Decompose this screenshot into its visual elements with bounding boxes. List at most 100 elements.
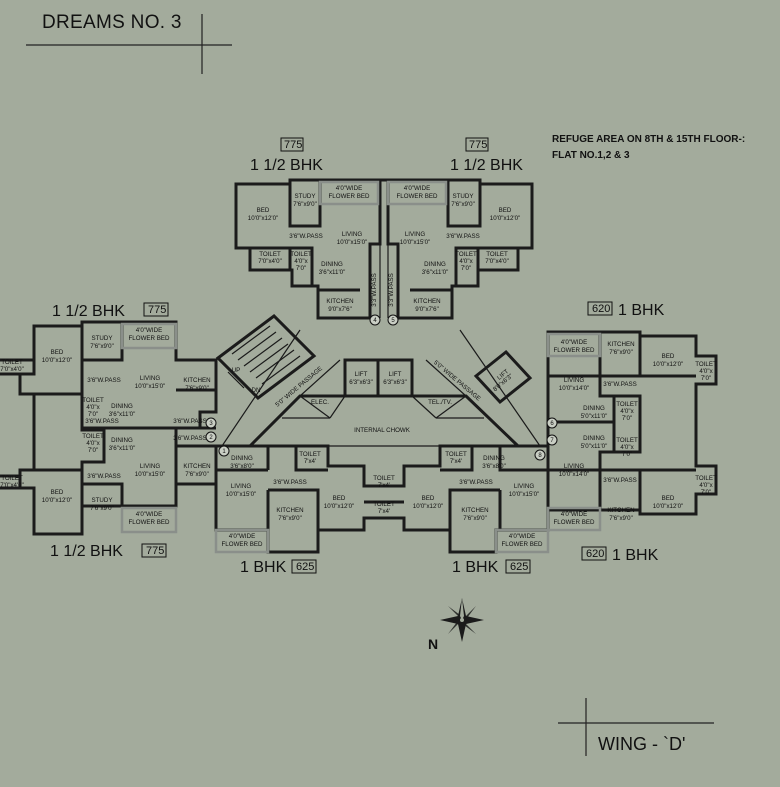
room-dim: 10'0"x15'0" — [337, 239, 368, 246]
room-label: BED — [257, 207, 270, 214]
flat-captions: 775 1 1/2 BHK 775 1 1/2 BHK 1 1/2 BHK 77… — [50, 137, 665, 576]
flat-marker-2 — [205, 431, 217, 443]
room-label: KITCHEN — [276, 507, 303, 514]
area-right-upper: 620 — [592, 303, 610, 315]
flat-number-1: 1 — [222, 449, 226, 455]
room-dim: 5'0"x11'0" — [581, 413, 608, 420]
room-dim: 7'x4' — [378, 508, 390, 515]
room-dim: 10'0"x15'0" — [135, 383, 166, 390]
room-label: 3'6"W.PASS — [289, 233, 323, 240]
room-dim: 3'6"x11'0" — [109, 411, 136, 418]
flat-marker-6 — [546, 417, 558, 429]
room-dim: 10'0"x12'0" — [490, 215, 521, 222]
stair-up-label: UP — [232, 367, 241, 374]
room-label: KITCHEN — [413, 298, 440, 305]
area-bottom-left: 625 — [296, 561, 314, 573]
room-dim: FLOWER BED — [502, 541, 543, 548]
room-label: DINING — [111, 437, 133, 444]
refuge-note-line-2: FLAT NO.1,2 & 3 — [552, 150, 630, 161]
room-label: KITCHEN — [326, 298, 353, 305]
room-dim: 7'0"x4'0" — [0, 482, 24, 489]
room-dim: FLOWER BED — [129, 519, 170, 526]
room-dim: 10'0"x12'0" — [413, 503, 444, 510]
room-dim: 7'x4' — [450, 458, 462, 465]
area-left-lower: 775 — [146, 545, 164, 557]
room-dim: 4'0"x — [699, 368, 713, 375]
lift-dim: 6'3"x6'3" — [349, 379, 373, 386]
room-label: TOILET — [695, 361, 717, 368]
flat-marker-5 — [387, 314, 399, 326]
room-label: DINING — [321, 261, 343, 268]
room-label: TOILET — [455, 251, 477, 258]
area-box-top-left — [280, 137, 304, 152]
room-dim: 7'6"x9'0" — [90, 343, 114, 350]
room-dim: 10'0"x12'0" — [42, 497, 73, 504]
room-label: 4'0"WIDE — [561, 339, 587, 346]
room-label: LIVING — [514, 483, 534, 490]
refuge-note-line-1: REFUGE AREA ON 8TH & 15TH FLOOR-: — [552, 134, 746, 145]
room-dim: 9'0"x7'6" — [328, 306, 352, 313]
room-dim: 7'6"x9'0" — [293, 201, 317, 208]
type-top-left: 1 1/2 BHK — [250, 157, 323, 174]
area-top-right: 775 — [469, 139, 487, 151]
type-right-lower: 1 BHK — [612, 547, 659, 564]
room-dim: 7'0" — [701, 489, 711, 496]
area-box-right-upper — [587, 301, 613, 316]
room-label: 3'6"W.PASS — [173, 418, 207, 425]
room-dim: 7'x4' — [304, 458, 316, 465]
room-dim: 4'0"x — [620, 444, 634, 451]
area-bottom-right: 625 — [510, 561, 528, 573]
room-label: TOILET — [486, 251, 508, 258]
room-dim: 3'6"x11'0" — [109, 445, 136, 452]
area-right-lower: 620 — [586, 548, 604, 560]
room-label: DINING — [483, 455, 505, 462]
lift-label: LIFT — [355, 371, 368, 378]
room-label: STUDY — [92, 335, 113, 342]
room-label: LIVING — [140, 463, 160, 470]
room-label: 3'6"W.PASS — [87, 473, 121, 480]
compass-rose-icon — [440, 598, 484, 642]
room-label: TOILET — [373, 501, 395, 508]
room-dim: 10'0"x15'0" — [135, 471, 166, 478]
page-title: DREAMS NO. 3 — [42, 12, 182, 33]
room-label: LIVING — [564, 463, 584, 470]
area-box-right-lower — [581, 546, 607, 561]
room-label: TOILET — [616, 437, 638, 444]
room-dim: 7'0" — [701, 375, 711, 382]
lift-label: LIFT — [389, 371, 402, 378]
room-dim: 7'0"x4'0" — [0, 366, 24, 373]
room-label: KITCHEN — [183, 463, 210, 470]
room-label: BED — [422, 495, 435, 502]
area-box-left-lower — [141, 543, 167, 558]
room-dim: 10'0"x14'0" — [559, 385, 590, 392]
room-label: KITCHEN — [607, 507, 634, 514]
wing-label: WING - `D' — [598, 734, 686, 754]
room-label: 3'6"W.PASS — [85, 418, 119, 425]
type-left-lower: 1 1/2 BHK — [50, 543, 123, 560]
area-box-top-right — [465, 137, 489, 152]
flat-number-8: 8 — [538, 453, 542, 459]
room-dim: 10'0"x15'0" — [400, 239, 431, 246]
room-dim: 10'0"x15'0" — [226, 491, 257, 498]
room-label: TOILET — [82, 433, 104, 440]
area-top-left: 775 — [284, 139, 302, 151]
room-label: TOILET — [290, 251, 312, 258]
room-label: LIVING — [140, 375, 160, 382]
flat-marker-1 — [218, 445, 230, 457]
room-label: 4'0"WIDE — [509, 533, 535, 540]
room-dim: 10'0"x15'0" — [509, 491, 540, 498]
tel-tv-label: TEL./TV. — [428, 399, 452, 406]
room-label: TOILET — [695, 475, 717, 482]
flat-number-2: 2 — [209, 435, 213, 441]
flat-marker-4 — [369, 314, 381, 326]
room-label: DINING — [424, 261, 446, 268]
right-wing-walls — [546, 330, 718, 532]
room-label: 4'0"WIDE — [136, 327, 162, 334]
room-dim: 7'0" — [622, 415, 632, 422]
room-label: 4'0"WIDE — [404, 185, 430, 192]
internal-chowk-label: INTERNAL CHOWK — [354, 427, 411, 434]
room-dim: 7'0"x4'0" — [485, 258, 509, 265]
flat-marker-7 — [546, 434, 558, 446]
room-dim: 7'x4' — [378, 482, 390, 489]
